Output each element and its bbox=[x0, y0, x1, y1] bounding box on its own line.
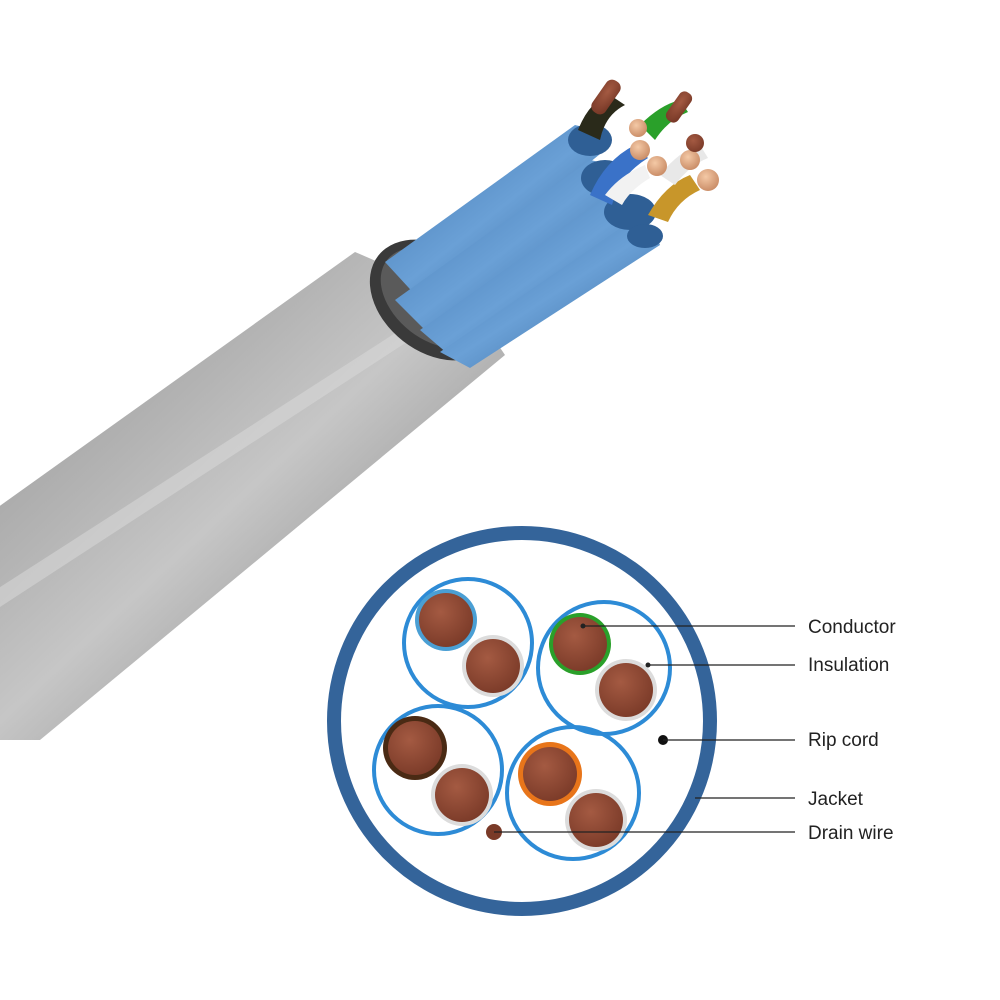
copper-tip-2 bbox=[665, 91, 693, 123]
label-drain-wire: Drain wire bbox=[808, 823, 894, 844]
section-jacket bbox=[327, 526, 717, 916]
conductor-white-brown bbox=[435, 768, 489, 822]
sheath-end-3 bbox=[604, 194, 656, 230]
pair-brown bbox=[372, 704, 504, 836]
conductor-orange bbox=[523, 747, 577, 801]
sheath-end-4 bbox=[627, 224, 663, 248]
wire-tip-2 bbox=[630, 140, 650, 160]
pair-green bbox=[536, 600, 672, 736]
pair-orange bbox=[505, 725, 641, 861]
label-conductor: Conductor bbox=[808, 617, 896, 638]
copper-tip-1 bbox=[591, 79, 621, 115]
leader-lines bbox=[494, 625, 795, 833]
leader-dot-insulation bbox=[645, 662, 651, 668]
orange-wire bbox=[648, 175, 700, 222]
pair-ring-brown bbox=[372, 704, 504, 836]
label-insulation: Insulation bbox=[808, 655, 889, 676]
conductor-white-orange bbox=[569, 793, 623, 847]
white-blue-wire bbox=[605, 165, 650, 205]
cross-section bbox=[327, 526, 717, 916]
cable-3d bbox=[0, 79, 719, 740]
pair-sheath-2 bbox=[395, 160, 625, 335]
wire-tip-6 bbox=[686, 134, 704, 152]
blue-wire bbox=[590, 145, 648, 205]
conductor-brown bbox=[388, 721, 442, 775]
pair-blue bbox=[402, 577, 534, 709]
wire-ends bbox=[578, 79, 719, 222]
wire-tip-5 bbox=[697, 169, 719, 191]
label-jacket: Jacket bbox=[808, 789, 864, 810]
wire-tip-1 bbox=[629, 119, 647, 137]
jacket-highlight bbox=[0, 330, 410, 607]
conductor-white-green bbox=[599, 663, 653, 717]
leader-dot-conductor bbox=[580, 623, 586, 629]
outer-jacket-body bbox=[0, 252, 505, 740]
pair-sheath-3 bbox=[420, 195, 650, 360]
label-rip-cord: Rip cord bbox=[808, 730, 879, 751]
pair-sheath-4 bbox=[440, 225, 660, 368]
conductor-blue bbox=[419, 593, 473, 647]
pair-ring-orange bbox=[505, 725, 641, 861]
conductor-white-blue bbox=[466, 639, 520, 693]
pair-sheath-1 bbox=[385, 125, 605, 300]
pair-ring-blue bbox=[402, 577, 534, 709]
black-wire bbox=[578, 95, 625, 140]
wire-tip-3 bbox=[647, 156, 667, 176]
wire-tip-4 bbox=[680, 150, 700, 170]
labels: Conductor Insulation Rip cord Jacket Dra… bbox=[808, 617, 896, 844]
conductor-green bbox=[553, 617, 607, 671]
